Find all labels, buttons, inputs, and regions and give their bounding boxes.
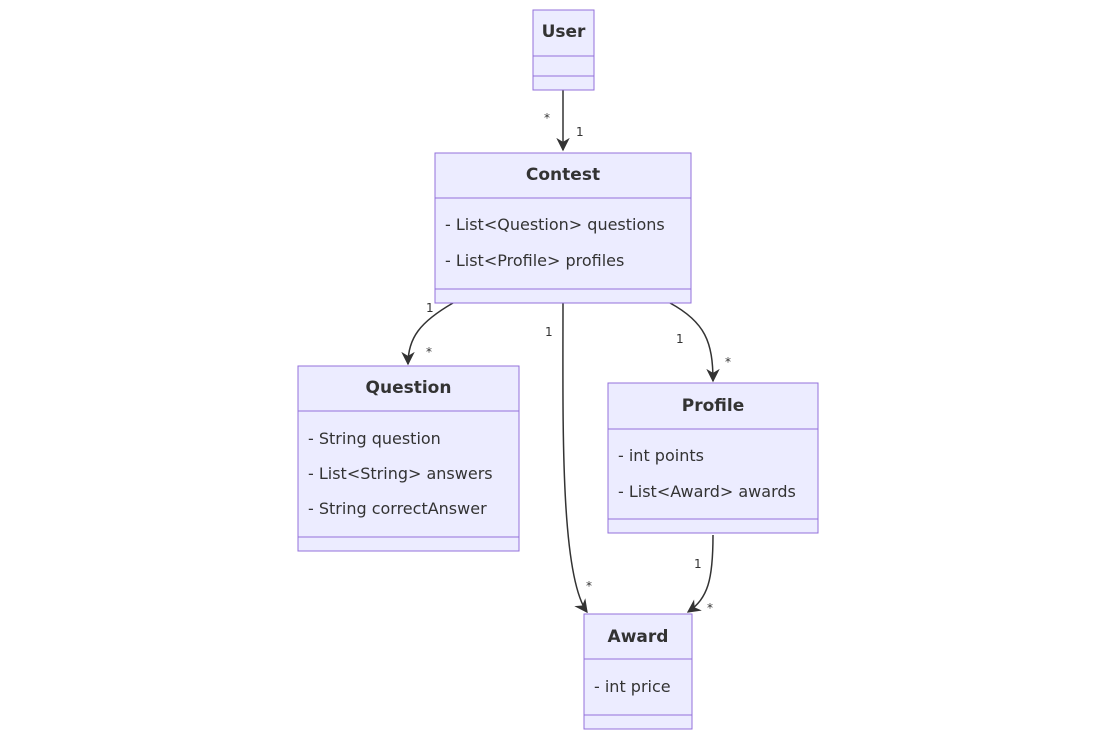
class-name: Profile: [682, 396, 744, 416]
edge-contest-award: [562, 302, 588, 614]
mult-contest-profile-from: 1: [676, 332, 684, 346]
class-name: User: [542, 22, 586, 42]
edge-profile-award: [686, 534, 714, 613]
class-name: Contest: [526, 165, 600, 185]
attribute: - List<Award> awards: [618, 482, 796, 501]
multiplicity-labels: * 1 1 * 1 * 1 * 1 *: [426, 111, 731, 615]
mult-user-contest-from: *: [544, 111, 550, 125]
attribute: - String correctAnswer: [308, 499, 487, 518]
mult-contest-profile-to: *: [725, 355, 731, 369]
attribute: - List<Profile> profiles: [445, 251, 624, 270]
class-name: Question: [366, 378, 452, 398]
mult-profile-award-from: 1: [694, 557, 702, 571]
attribute: - String question: [308, 429, 441, 448]
attribute: - int price: [594, 677, 671, 696]
class-award[interactable]: Award - int price: [583, 613, 693, 730]
edge-contest-question: [401, 302, 454, 366]
attribute: - int points: [618, 446, 704, 465]
class-profile[interactable]: Profile - int points - List<Award> award…: [607, 382, 819, 534]
class-question[interactable]: Question - String question - List<String…: [297, 365, 520, 552]
class-name: Award: [608, 627, 669, 647]
mult-user-contest-to: 1: [576, 125, 584, 139]
mult-contest-award-from: 1: [545, 325, 553, 339]
edge-contest-profile: [669, 302, 720, 383]
class-user[interactable]: User: [532, 9, 595, 91]
relations: [401, 90, 720, 614]
class-contest[interactable]: Contest - List<Question> questions - Lis…: [434, 152, 692, 304]
mult-contest-award-to: *: [586, 579, 592, 593]
attribute: - List<String> answers: [308, 464, 493, 483]
mult-contest-question-to: *: [426, 345, 432, 359]
mult-profile-award-to: *: [707, 601, 713, 615]
mult-contest-question-from: 1: [426, 301, 434, 315]
attribute: - List<Question> questions: [445, 215, 665, 234]
